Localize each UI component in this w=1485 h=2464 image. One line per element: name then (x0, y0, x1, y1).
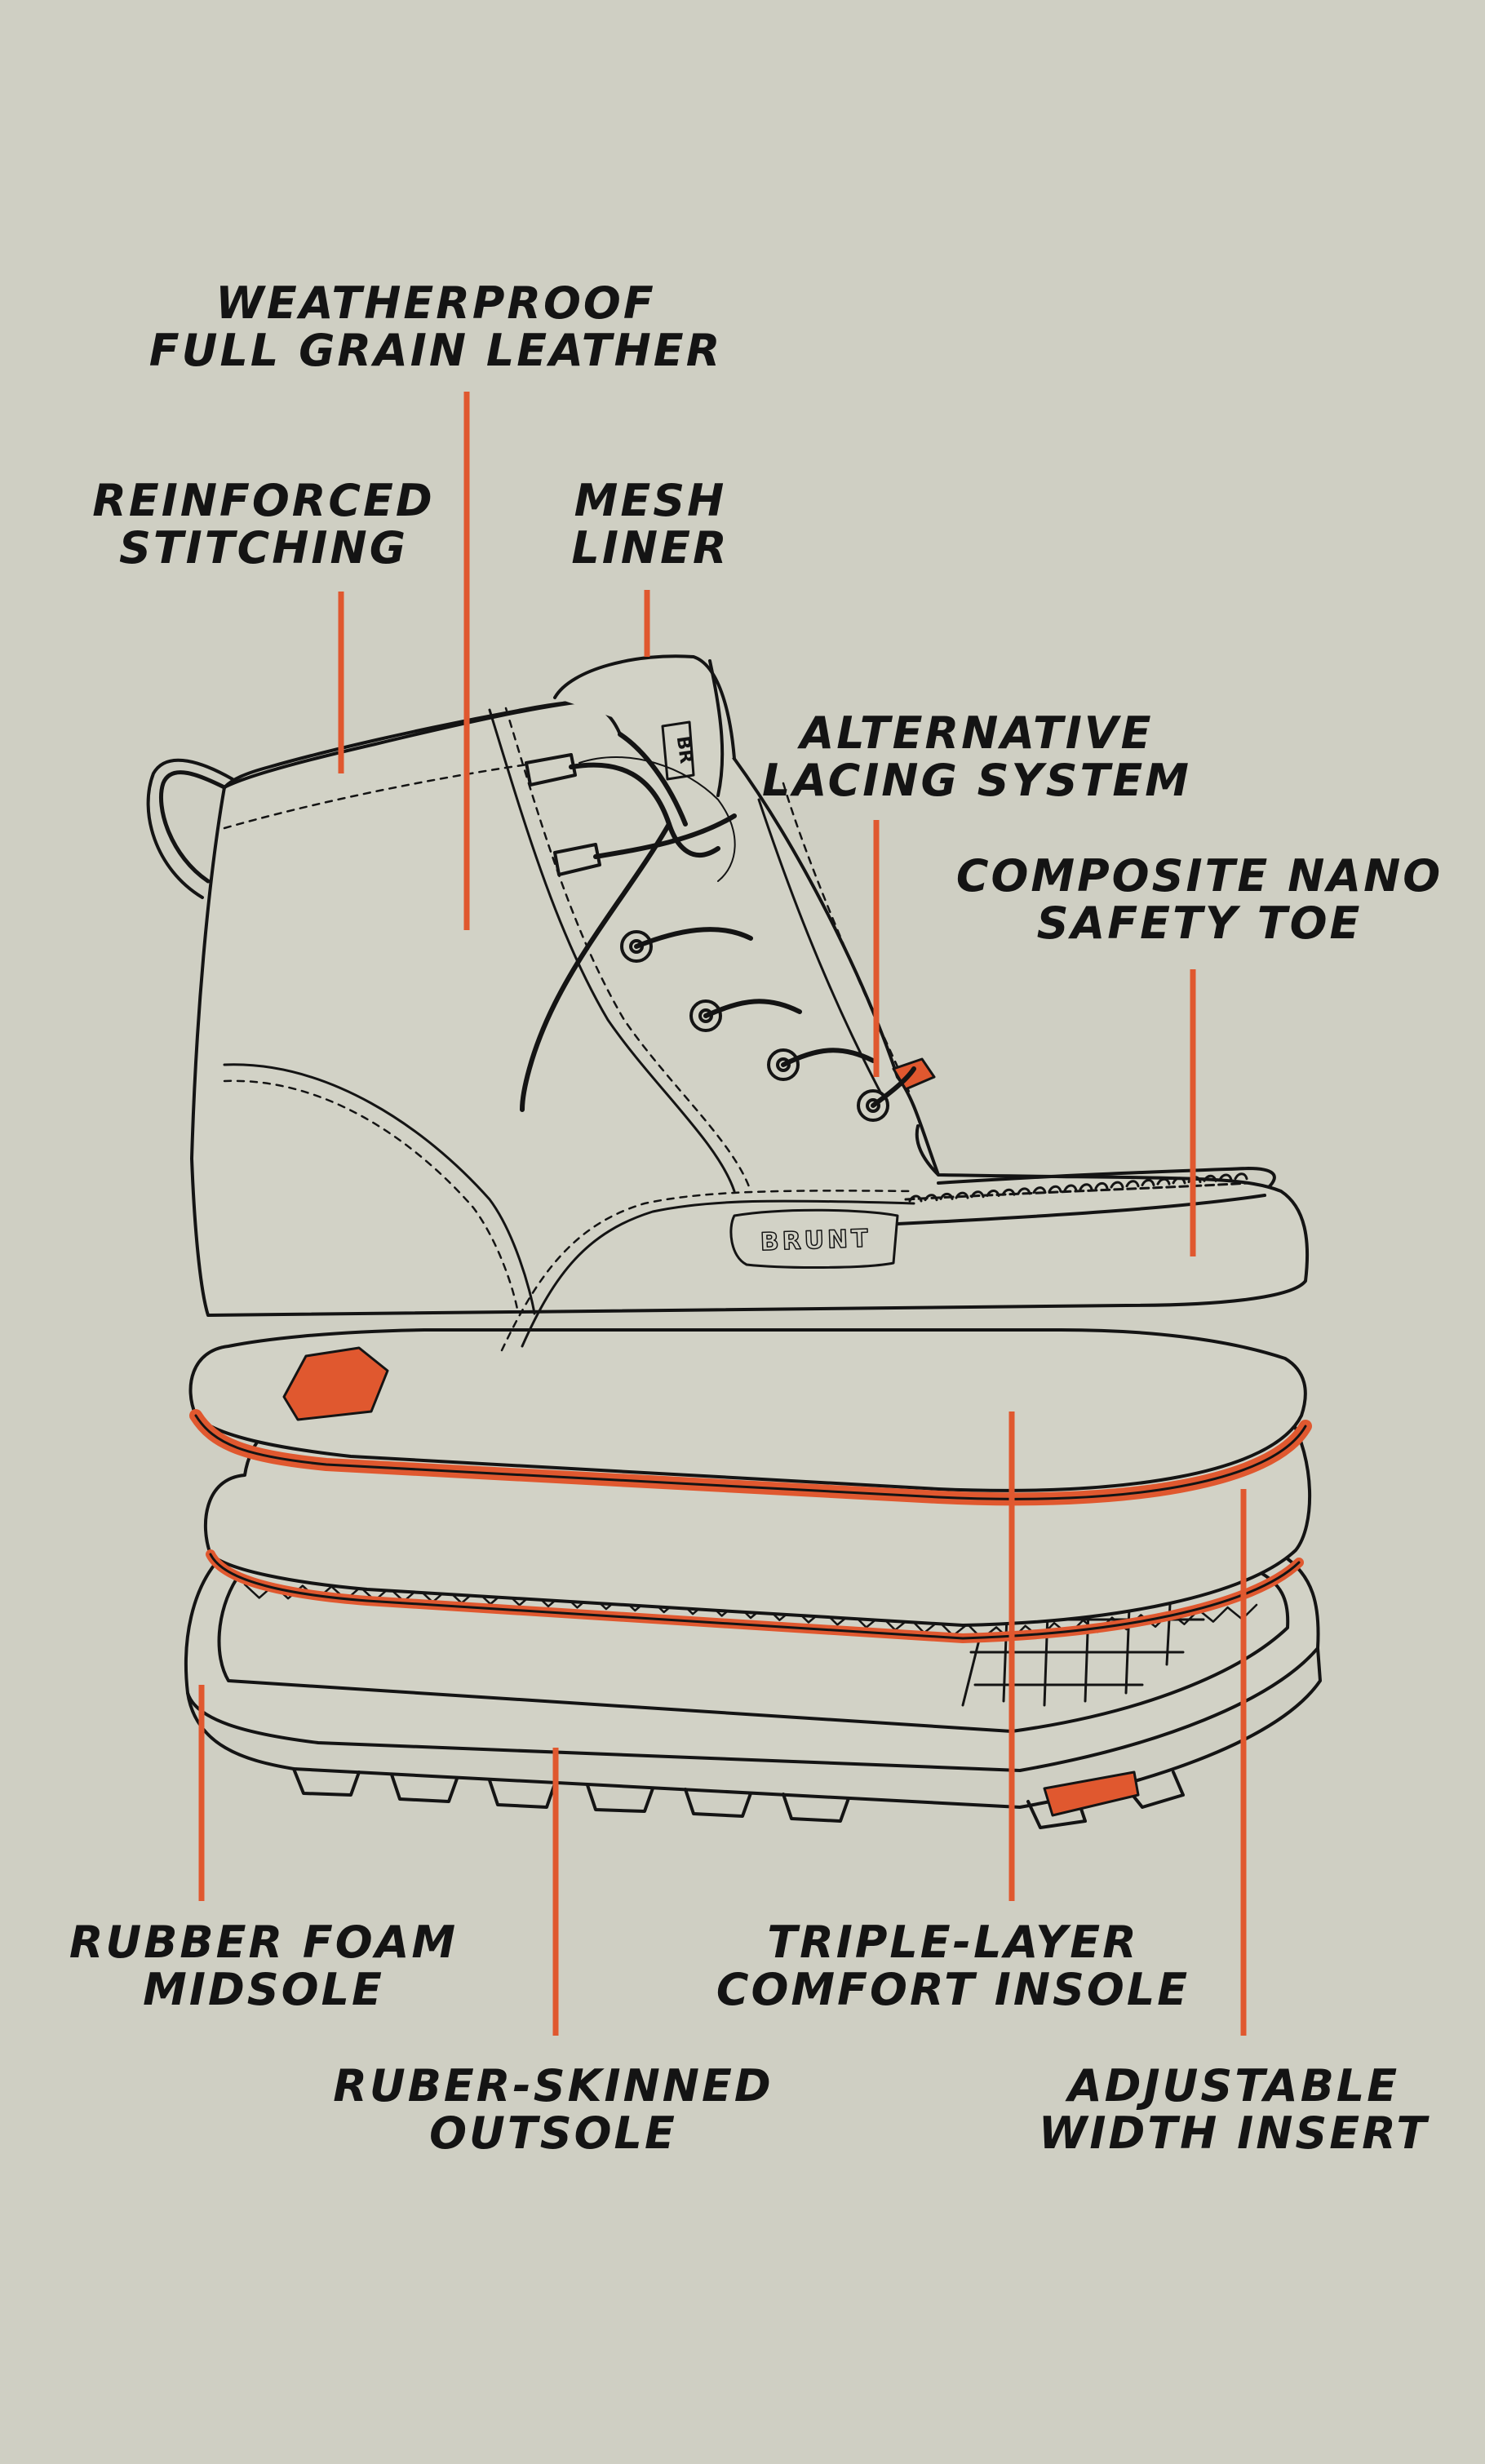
callout-stitching-line1: REINFORCED (92, 475, 435, 526)
callout-outsole-line2: OUTSOLE (429, 2107, 677, 2159)
callout-midsole-line1: RUBBER FOAM (69, 1917, 459, 1968)
callout-leather-line1: WEATHERPROOF (215, 277, 656, 329)
heel-brand-badge: BRUNT (729, 1208, 899, 1270)
callout-mesh: MESH LINER (571, 477, 729, 572)
callout-toe-line1: COMPOSITE NANO (955, 850, 1443, 902)
callout-stitching-line2: STITCHING (118, 522, 409, 574)
callout-outsole-line1: RUBER-SKINNED (333, 2060, 774, 2112)
callout-width: ADJUSTABLE WIDTH INSERT (1039, 2063, 1429, 2157)
callout-leather: WEATHERPROOF FULL GRAIN LEATHER (149, 280, 723, 374)
tongue-brand-label: BR (672, 735, 696, 765)
boot-upper: BR (146, 654, 1310, 1352)
callout-mesh-line2: LINER (571, 522, 729, 574)
callout-width-line1: ADJUSTABLE (1067, 2060, 1400, 2112)
callout-lacing-line1: ALTERNATIVE (800, 707, 1154, 759)
callout-width-line2: WIDTH INSERT (1038, 2107, 1430, 2159)
callout-insole-line1: TRIPLE-LAYER (767, 1917, 1139, 1968)
callout-toe-line2: SAFETY TOE (1036, 897, 1363, 949)
callout-insole-line2: COMFORT INSOLE (716, 1964, 1190, 2015)
callout-midsole-line2: MIDSOLE (143, 1964, 384, 2015)
callout-leather-line2: FULL GRAIN LEATHER (148, 325, 723, 376)
callout-stitching: REINFORCED STITCHING (92, 477, 434, 572)
callout-lacing-line2: LACING SYSTEM (762, 755, 1191, 806)
callout-mesh-line1: MESH (574, 475, 727, 526)
callout-toe: COMPOSITE NANO SAFETY TOE (956, 853, 1443, 947)
callout-lacing: ALTERNATIVE LACING SYSTEM (762, 710, 1191, 804)
heel-brand-label: BRUNT (760, 1225, 871, 1257)
lacing-system (520, 732, 916, 1122)
callout-outsole: RUBER-SKINNED OUTSOLE (333, 2063, 773, 2157)
callout-midsole: RUBBER FOAM MIDSOLE (69, 1919, 458, 2014)
tongue-brand-tab: BR (661, 720, 696, 781)
callout-insole: TRIPLE-LAYER COMFORT INSOLE (716, 1919, 1190, 2014)
